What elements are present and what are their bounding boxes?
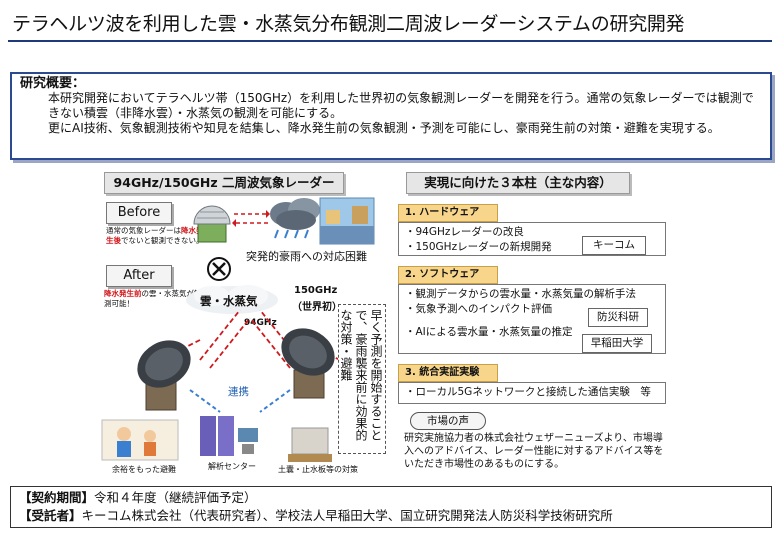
pillar-1-item-1: ・94GHzレーダーの改良 <box>405 226 524 238</box>
before-note-pre: 通常の気象レーダーは <box>106 226 181 235</box>
cloud-vapor-icon <box>186 285 278 314</box>
analysis-center-label: 解析センター <box>208 462 256 471</box>
summary-box: 研究概要： 本研究開発においてテラヘルツ帯（150GHz）を利用した世界初の気象… <box>10 72 772 160</box>
dashed-arrow-icon <box>232 210 270 227</box>
before-note-post: でないと観測できない。 <box>121 236 204 245</box>
after-label: After <box>106 265 172 287</box>
after-note-post: の雲・水蒸気が観測可能！ <box>104 289 202 308</box>
pillar-2-item-1: ・観測データからの雲水量・水蒸気量の解析手法 <box>405 288 636 300</box>
cross-circle-icon <box>207 257 231 281</box>
storm-cloud-icon <box>270 198 320 239</box>
before-note-red: 降水発生後 <box>106 226 204 245</box>
period-row: 【契約期間】令和４年度（継続評価予定） <box>19 489 763 507</box>
after-note: 降水発生前の雲・水蒸気が観測可能！ <box>104 289 204 309</box>
left-panel-title: 94GHz/150GHz 二周波気象レーダー <box>104 172 344 194</box>
pillar-1-item-2: ・150GHzレーダーの新規開発 <box>405 241 552 253</box>
page-title: テラヘルツ波を利用した雲・水蒸気分布観測二周波レーダーシステムの研究開発 <box>8 6 772 42</box>
market-voice-heading: 市場の声 <box>410 412 486 430</box>
before-note: 通常の気象レーダーは降水発生後でないと観測できない。 <box>106 226 206 246</box>
summary-para-2: 更にAI技術、気象観測技術や知見を結集し、降水発生前の気象観測・予測を可能にし、… <box>48 121 720 135</box>
period-label: 【契約期間】 <box>19 490 95 505</box>
summary-para-1: 本研究開発においてテラヘルツ帯（150GHz）を利用した世界初の気象観測レーダー… <box>48 91 754 120</box>
contractor-row: 【受託者】キーコム株式会社（代表研究者）、学校法人早稲田大学、国立研究開発法人防… <box>19 507 763 525</box>
sandbag-icon <box>288 427 332 462</box>
right-panel-title: 実現に向けた３本柱（主な内容） <box>406 172 630 194</box>
org-waseda: 早稲田大学 <box>582 334 652 353</box>
link-label: 連携 <box>228 386 249 398</box>
vertical-caption: 早く予測を開始することで、豪雨襲来前に効果的な対策・避難 <box>338 304 386 454</box>
evacuation-icon <box>101 419 179 461</box>
contractor-value: キーコム株式会社（代表研究者）、学校法人早稲田大学、国立研究開発法人防災科学技術… <box>81 508 613 523</box>
summary-heading: 研究概要： <box>20 76 86 91</box>
footer-box: 【契約期間】令和４年度（継続評価予定） 【受託者】キーコム株式会社（代表研究者）… <box>10 486 772 528</box>
radar-dish-icon <box>281 328 335 399</box>
radar-dish-icon <box>137 340 191 411</box>
contractor-label: 【受託者】 <box>19 508 82 523</box>
radar-dome-icon <box>193 205 231 243</box>
org-nied: 防災科研 <box>588 308 648 327</box>
after-note-red: 降水発生前 <box>104 289 142 298</box>
cloud-vapor-label: 雲・水蒸気 <box>200 294 258 308</box>
before-label: Before <box>106 202 172 224</box>
pillar-1-heading: 1. ハードウェア <box>398 204 498 222</box>
pillar-3-heading: 3. 統合実証実験 <box>398 364 498 382</box>
evacuation-label: 余裕をもった避難 <box>112 465 176 474</box>
pillar-2-item-2: ・気象予測へのインパクト評価 <box>405 303 552 315</box>
period-value: 令和４年度（継続評価予定） <box>94 490 257 505</box>
market-voice-text: 研究実施協力者の株式会社ウェザーニューズより、市場導入へのアドバイス、レーダー性… <box>404 433 664 470</box>
pillar-2-heading: 2. ソフトウェア <box>398 266 498 284</box>
org-keycom: キーコム <box>582 236 646 255</box>
link-arrows <box>189 389 291 413</box>
difficulty-label: 突発的豪雨への対応困難 <box>246 250 367 263</box>
analysis-center-icon <box>200 416 258 456</box>
freq-94-label: 94GHz <box>244 318 277 328</box>
pillar-3-item-1: ・ローカル5Gネットワークと接続した通信実験 等 <box>405 386 651 398</box>
sandbag-label: 土囊・止水板等の対策 <box>278 465 358 474</box>
flood-scene-icon <box>319 197 375 245</box>
pillar-3-box: ・ローカル5Gネットワークと接続した通信実験 等 <box>398 382 666 404</box>
world-first-label: （世界初） <box>292 302 342 313</box>
freq-150-label: 150GHz <box>294 285 338 296</box>
pillar-2-item-3: ・AIによる雲水量・水蒸気量の推定 <box>405 326 573 338</box>
